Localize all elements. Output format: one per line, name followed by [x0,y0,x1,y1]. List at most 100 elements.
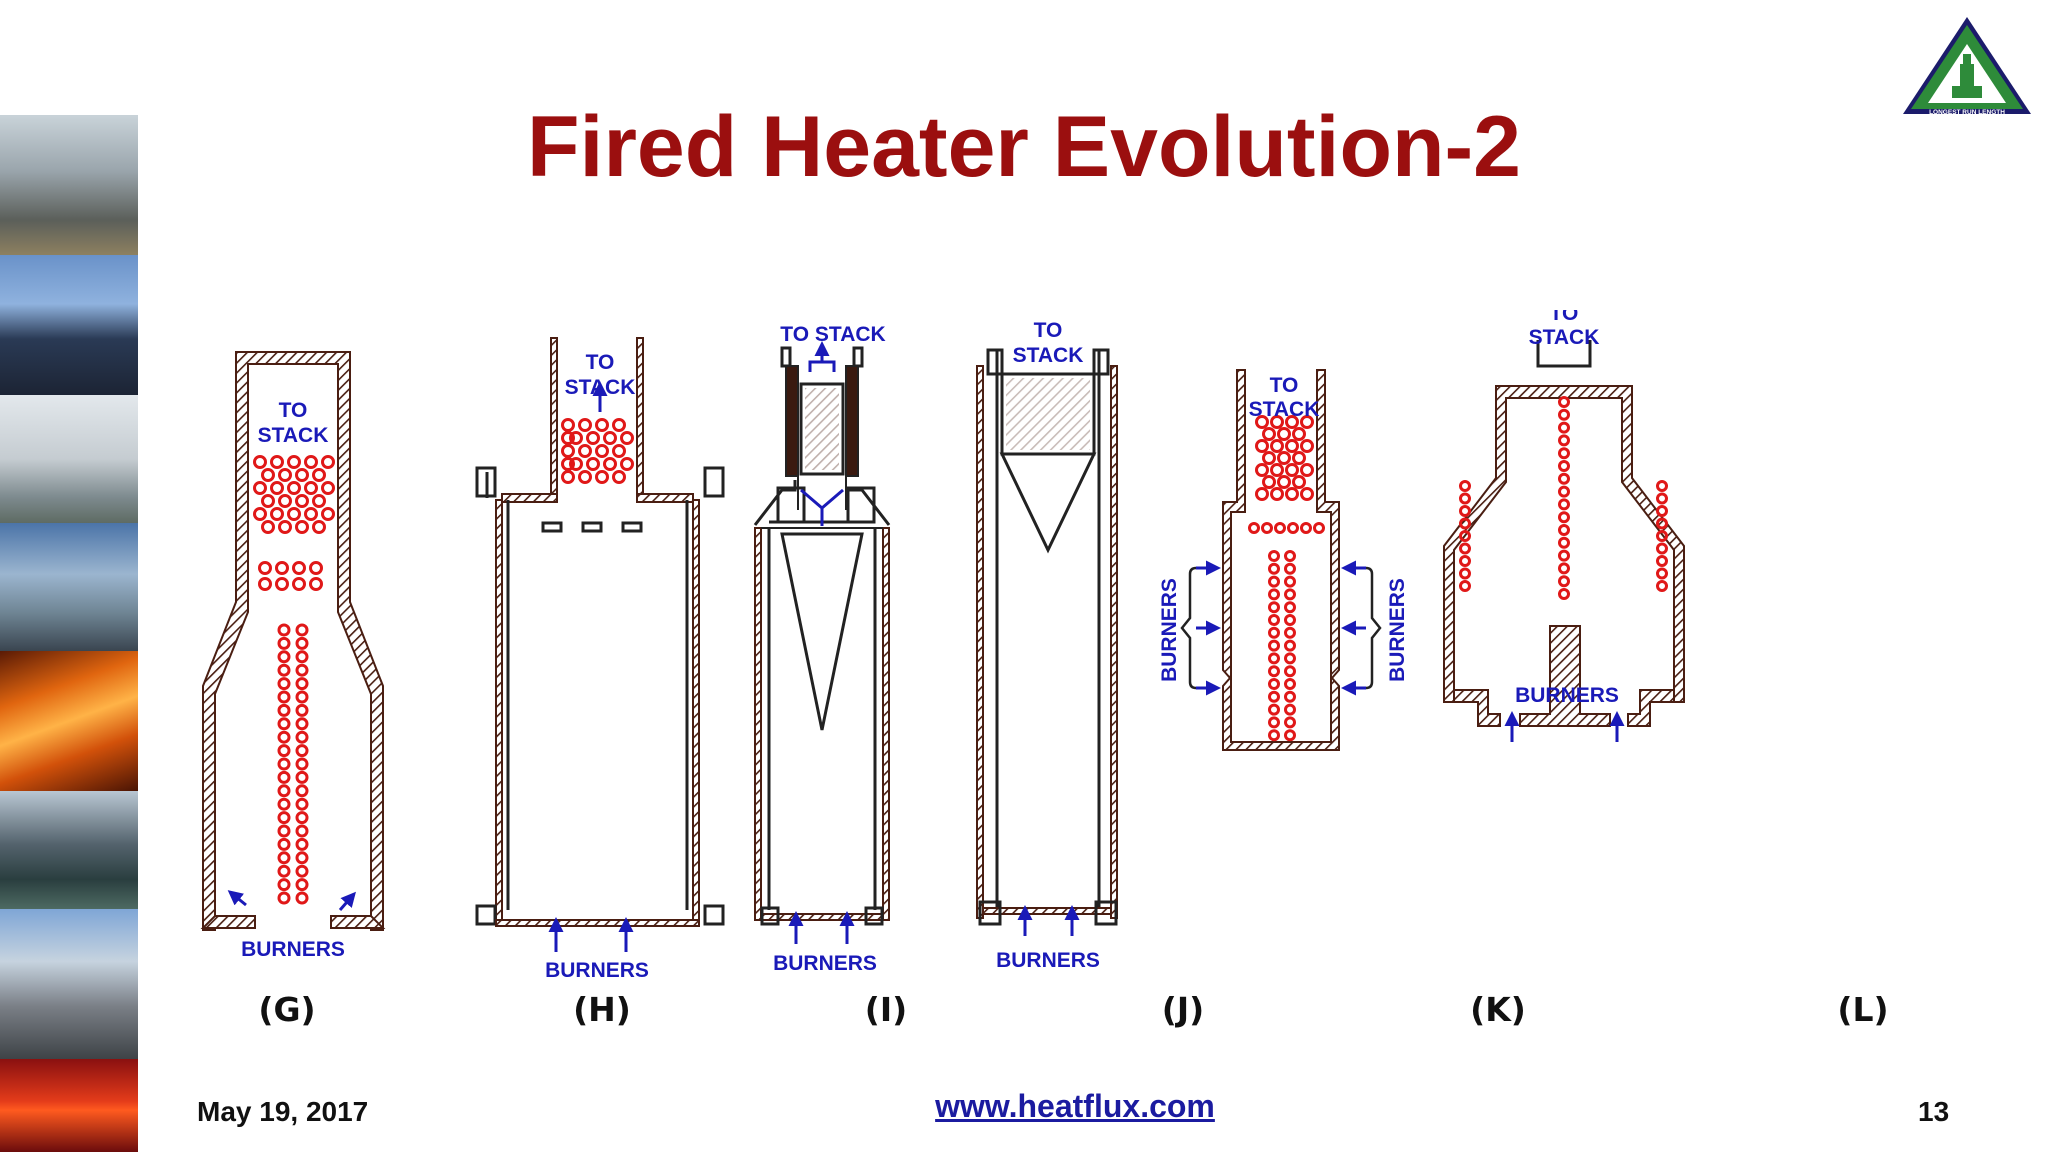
tube [1656,492,1668,505]
tube [295,636,309,650]
tube [1284,639,1296,652]
refinery-photo-1 [0,115,138,255]
tube [1558,498,1570,511]
heater-h-header-box-left [475,466,497,498]
company-logo: LONGEST RUN LENGTH [1900,14,2034,120]
heater-i-conv-bank-left [785,365,799,477]
tube [1268,588,1280,601]
heater-l-to-label: TO [1550,310,1579,325]
heater-j-wall-right [1110,365,1118,919]
tube [1459,505,1471,517]
tube [1558,472,1570,485]
tube [1268,601,1280,614]
tube [295,770,309,784]
heater-k: TO STACK BURNERS BURNERS [1158,369,1409,751]
tube [1558,485,1570,498]
tube [1656,567,1668,580]
heater-k-burners-label-right: BURNERS [1386,578,1409,682]
heater-l-burners-label: BURNERS [1515,684,1619,707]
tube [1284,626,1296,639]
tube [1268,626,1280,639]
tube [1558,562,1570,575]
tube [1284,716,1296,729]
tube [1284,614,1296,626]
heater-g-burner-arrow-left [227,890,247,907]
heater-i-wall-left [754,527,762,921]
photo-strip [0,115,138,1152]
tube [1558,549,1570,562]
tube [1656,517,1668,530]
tube [1284,601,1296,614]
tube [295,650,309,664]
tube [277,757,291,771]
heater-h-floor [495,919,700,927]
heater-l-stack-box [1536,340,1592,368]
heater-i-stack-bracket [808,360,836,372]
tube [1656,580,1668,592]
tube [1459,480,1471,492]
heater-l-floor-left [1453,689,1501,727]
heater-h-roof-left [501,493,558,503]
tube [1268,716,1280,729]
heater-g-burner-arrow-right [338,891,356,911]
tube [277,703,291,717]
tube [1656,555,1668,567]
heater-h-convection-tubes [561,418,634,484]
triangle-heater-logo-icon: LONGEST RUN LENGTH [1903,17,2031,116]
refinery-photo-8 [0,1059,138,1152]
heater-h-wall-left [495,499,503,925]
heater-k-wall [1222,369,1340,751]
heater-j-wall-left [976,365,984,919]
refinery-photo-3 [0,395,138,523]
heater-l-center-tubes [1558,396,1570,600]
tube [277,770,291,784]
tube [1558,421,1570,434]
tube [277,797,291,811]
heater-h-to-label: TO [586,351,615,374]
heater-h-burners-label: BURNERS [545,959,649,982]
figure-label-i: (I) [864,990,908,1029]
tube [1558,588,1570,600]
tube [1268,665,1280,678]
tube [1459,517,1471,530]
figure-label-h: (H) [573,990,631,1029]
tube [1558,460,1570,472]
tube [1284,703,1296,716]
figure-label-k: (K) [1470,990,1526,1029]
tube [295,851,309,865]
tube [277,837,291,851]
heater-l-left-tubes [1459,480,1471,592]
website-link[interactable]: www.heatflux.com [935,1088,1215,1124]
heater-l: TO STACK BURNERS [1443,310,1685,742]
refinery-photo-2 [0,255,138,395]
heater-l-burner-block [1519,625,1611,727]
heater-g-wall [202,351,384,931]
tube [1558,396,1570,408]
heater-g-convection-tubes [253,455,335,591]
tube [277,623,291,637]
heater-g: TO STACK BURNERS [200,351,386,961]
refinery-photo-6 [0,791,138,909]
heater-g-stack-label: STACK [258,424,329,447]
heater-i-wall-right [882,527,890,921]
tube [1268,639,1280,652]
tube [1558,575,1570,588]
tube [1656,530,1668,542]
tube [1268,690,1280,703]
page-number: 13 [1918,1096,1950,1127]
tube [1459,555,1471,567]
tube [295,864,309,878]
heater-i: TO STACK BURNERS [753,323,891,975]
tube [277,824,291,838]
figure-label-g: (G) [258,990,316,1029]
tube [1284,652,1296,665]
tube [295,677,309,691]
heater-h-header-box-right [703,466,725,498]
tube [295,663,309,677]
heater-g-radiant-tubes [277,623,309,905]
tube [295,730,309,744]
tube [1656,542,1668,555]
tube [295,891,309,905]
heater-i-header-left [776,486,806,524]
tube [1558,536,1570,549]
